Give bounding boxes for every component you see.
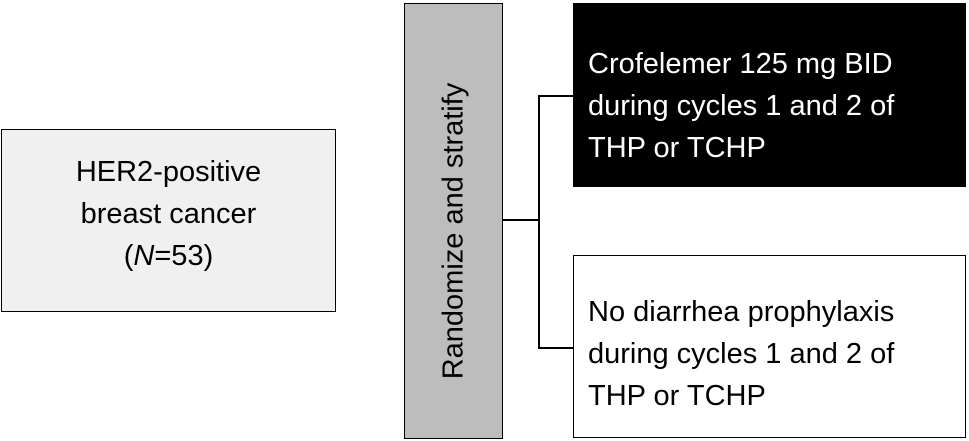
connector-branch-top xyxy=(538,95,574,97)
randomize-label: Randomize and stratify xyxy=(437,82,469,380)
arm-control-box: No diarrhea prophylaxis during cycles 1 … xyxy=(573,255,966,438)
arm-control-line-2: during cycles 1 and 2 of xyxy=(588,338,895,370)
population-sample-size: (N=53) xyxy=(76,235,261,277)
randomize-box: Randomize and stratify xyxy=(404,3,503,439)
connector-stem xyxy=(503,219,539,221)
arm-crofelemer-line-1: Crofelemer 125 mg BID xyxy=(588,48,893,80)
sample-size-open: ( xyxy=(123,239,134,272)
sample-size-value: =53) xyxy=(154,239,214,272)
population-box: HER2-positive breast cancer (N=53) xyxy=(1,129,336,312)
arm-crofelemer-box: Crofelemer 125 mg BID during cycles 1 an… xyxy=(573,3,966,187)
sample-size-n-label: N xyxy=(133,239,155,272)
population-line-2: breast cancer xyxy=(80,197,257,230)
population-line-1: HER2-positive xyxy=(75,155,262,188)
arm-control-line-3: THP or TCHP xyxy=(588,380,766,412)
connector-vertical xyxy=(538,95,540,348)
arm-control-line-1: No diarrhea prophylaxis xyxy=(588,296,895,328)
connector-branch-bottom xyxy=(538,347,574,349)
arm-crofelemer-line-3: THP or TCHP xyxy=(588,132,766,164)
arm-crofelemer-line-2: during cycles 1 and 2 of xyxy=(588,90,895,122)
